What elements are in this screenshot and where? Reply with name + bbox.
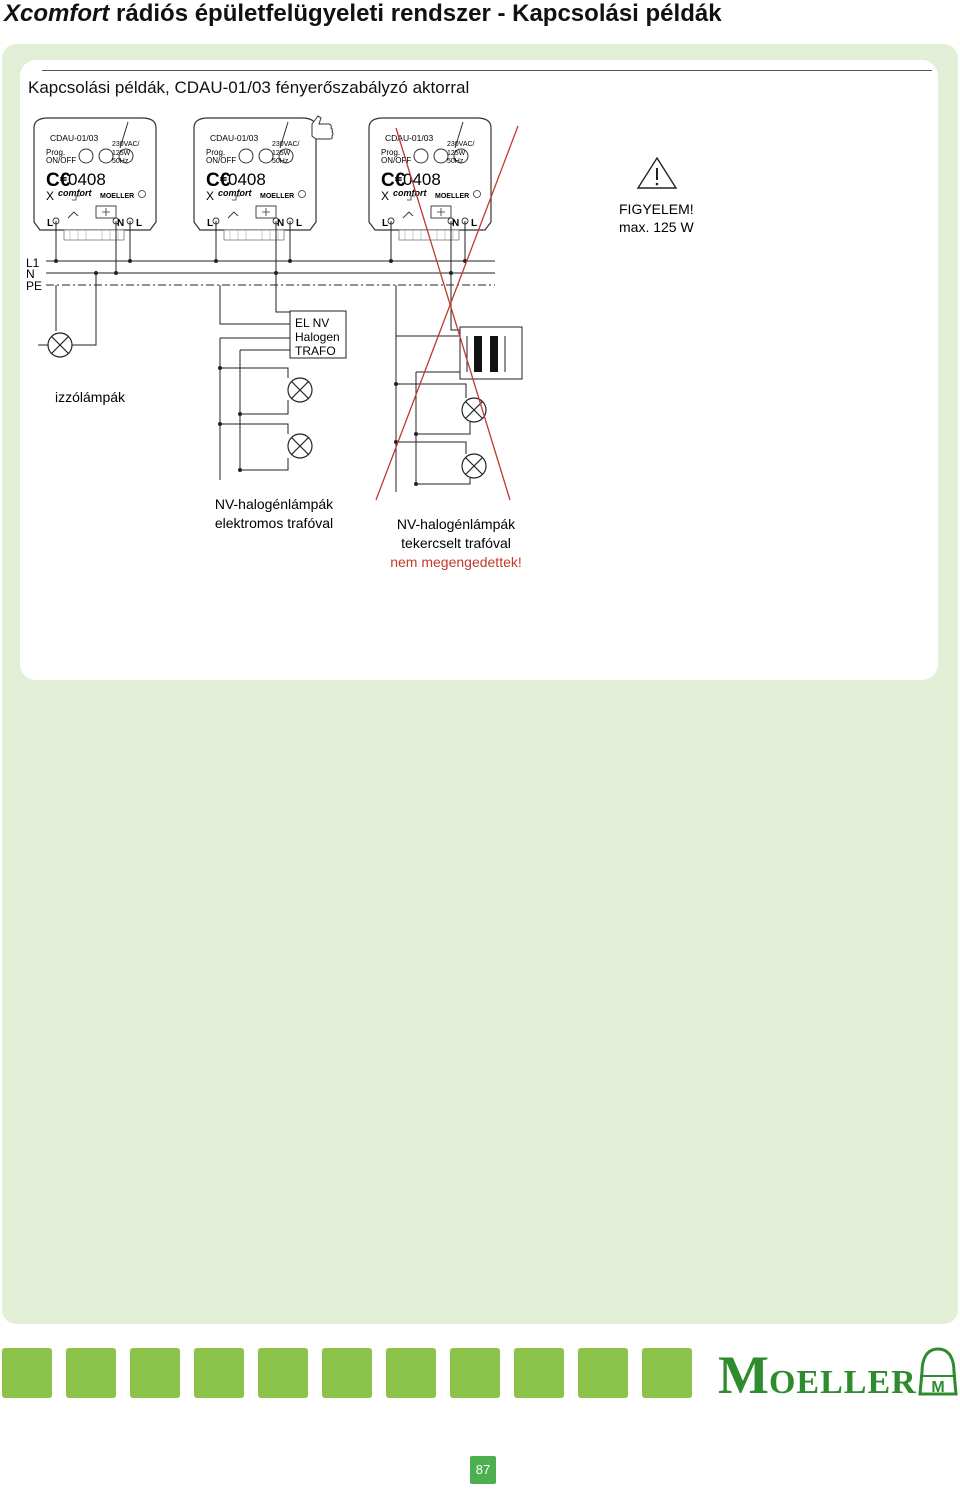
actuator-3-prog: Prog. bbox=[381, 148, 400, 157]
actuator-3-onoff: ON/OFF bbox=[381, 156, 411, 165]
warning-icon bbox=[636, 156, 678, 189]
caption-electronic-2: elektromos trafóval bbox=[215, 515, 333, 531]
moeller-bell-emblem-icon: M bbox=[918, 1347, 958, 1396]
actuator-1-brand-moeller: MOELLER bbox=[100, 193, 134, 200]
moeller-logo-rest: OELLER bbox=[768, 1364, 917, 1401]
actuator-2-cert: 0408 bbox=[228, 170, 266, 189]
thumbs-up-icon bbox=[311, 115, 334, 140]
actuator-3-brand-moeller: MOELLER bbox=[435, 193, 469, 200]
rail-label-pe: PE bbox=[26, 279, 42, 293]
warning-limit: max. 125 W bbox=[619, 219, 694, 235]
page-title-rest: rádiós épületfelügyeleti rendszer - Kapc… bbox=[109, 0, 722, 27]
actuator-2-model: CDAU-01/03 bbox=[210, 133, 258, 143]
actuator-3-spec3: 50Hz bbox=[447, 158, 464, 165]
actuator-3-brand-x: X bbox=[381, 189, 389, 203]
actuator-1-ce-mark: C€ bbox=[46, 170, 71, 191]
warning-title: FIGYELEM! bbox=[619, 201, 694, 217]
actuator-3-term-n: N bbox=[452, 218, 459, 229]
electronic-transformer bbox=[289, 310, 347, 359]
actuator-2-onoff: ON/OFF bbox=[206, 156, 236, 165]
moeller-logo-initial: M bbox=[718, 1345, 769, 1405]
section-title: Kapcsolási példák, CDAU-01/03 fényerősza… bbox=[28, 78, 470, 97]
caption-incandescent: izzólámpák bbox=[55, 389, 126, 405]
lamp-halogen-electronic-2 bbox=[287, 433, 313, 459]
caption-wound-1: NV-halogénlámpák bbox=[397, 516, 516, 532]
not-allowed-cross-icon bbox=[375, 125, 519, 501]
page-title-italic: Xcomfort bbox=[4, 0, 110, 27]
moeller-logo: MOELLER bbox=[718, 1344, 917, 1406]
wiring-device-2 bbox=[215, 221, 294, 480]
actuator-3-brand-comfort: comfort bbox=[393, 188, 428, 198]
actuator-2-term-n: N bbox=[277, 218, 284, 229]
actuator-3-ce-mark: C€ bbox=[381, 170, 406, 191]
actuator-3-term-l: L bbox=[382, 218, 388, 229]
caption-electronic-1: NV-halogénlámpák bbox=[215, 496, 334, 512]
actuator-1-onoff: ON/OFF bbox=[46, 156, 76, 165]
lamp-incandescent bbox=[47, 332, 73, 358]
actuator-1-cert: 0408 bbox=[68, 170, 106, 189]
actuator-1-spec1: 230VAC/ bbox=[112, 141, 140, 148]
rail-label-l1: L1 bbox=[26, 256, 40, 270]
actuator-2: CDAU-01/03 Prog. ON/OFF 230VAC/ 125W 50H… bbox=[193, 117, 317, 241]
actuator-1-term-l2: L bbox=[136, 218, 142, 229]
page-number: 87 bbox=[470, 1456, 496, 1484]
actuator-2-spec1: 230VAC/ bbox=[272, 141, 300, 148]
actuator-1-spec2: 125W bbox=[112, 150, 131, 157]
actuator-1-brand-comfort: comfort bbox=[58, 188, 93, 198]
actuator-2-ce-mark: C€ bbox=[206, 170, 231, 191]
rail-label-n: N bbox=[26, 267, 35, 281]
wiring-diagram: CDAU-01/03 Prog. ON/OFF 230VAC/ 125W 50H… bbox=[26, 115, 694, 570]
actuator-2-prog: Prog. bbox=[206, 148, 225, 157]
caption-wound-2: tekercselt trafóval bbox=[401, 535, 511, 551]
actuator-1: CDAU-01/03 Prog. ON/OFF 230VAC/ 125W 50H… bbox=[33, 117, 157, 241]
wiring-device-3 bbox=[390, 221, 471, 492]
trafo-line-2: Halogen bbox=[295, 330, 340, 344]
actuator-1-term-n: N bbox=[117, 218, 124, 229]
page-title: Xcomfort rádiós épületfelügyeleti rendsz… bbox=[4, 0, 722, 28]
actuator-3-model: CDAU-01/03 bbox=[385, 133, 433, 143]
actuator-3: CDAU-01/03 Prog. ON/OFF 230VAC/ 125W 50H… bbox=[368, 117, 492, 241]
actuator-1-brand-x: X bbox=[46, 189, 54, 203]
actuator-1-model: CDAU-01/03 bbox=[50, 133, 98, 143]
actuator-3-spec2: 125W bbox=[447, 150, 466, 157]
actuator-2-brand-moeller: MOELLER bbox=[260, 193, 294, 200]
lamp-halogen-wound-2 bbox=[461, 453, 487, 479]
actuator-1-spec3: 50Hz bbox=[112, 158, 129, 165]
actuator-2-term-l2: L bbox=[296, 218, 302, 229]
section-rule bbox=[42, 70, 932, 71]
actuator-2-term-l: L bbox=[207, 218, 213, 229]
wound-transformer bbox=[459, 326, 523, 380]
actuator-1-prog: Prog. bbox=[46, 148, 65, 157]
actuator-3-spec1: 230VAC/ bbox=[447, 141, 475, 148]
trafo-line-1: EL NV bbox=[295, 316, 329, 330]
emblem-letter: M bbox=[931, 1379, 944, 1396]
caption-wound-warning: nem megengedettek! bbox=[390, 554, 522, 570]
actuator-2-brand-x: X bbox=[206, 189, 214, 203]
actuator-3-term-l2: L bbox=[471, 218, 477, 229]
actuator-1-term-l: L bbox=[47, 218, 53, 229]
wiring-device-1 bbox=[38, 221, 131, 346]
trafo-line-3: TRAFO bbox=[295, 344, 336, 358]
actuator-2-spec3: 50Hz bbox=[272, 158, 289, 165]
actuator-3-cert: 0408 bbox=[403, 170, 441, 189]
actuator-2-spec2: 125W bbox=[272, 150, 291, 157]
lamp-halogen-electronic-1 bbox=[287, 377, 313, 403]
actuator-2-brand-comfort: comfort bbox=[218, 188, 253, 198]
